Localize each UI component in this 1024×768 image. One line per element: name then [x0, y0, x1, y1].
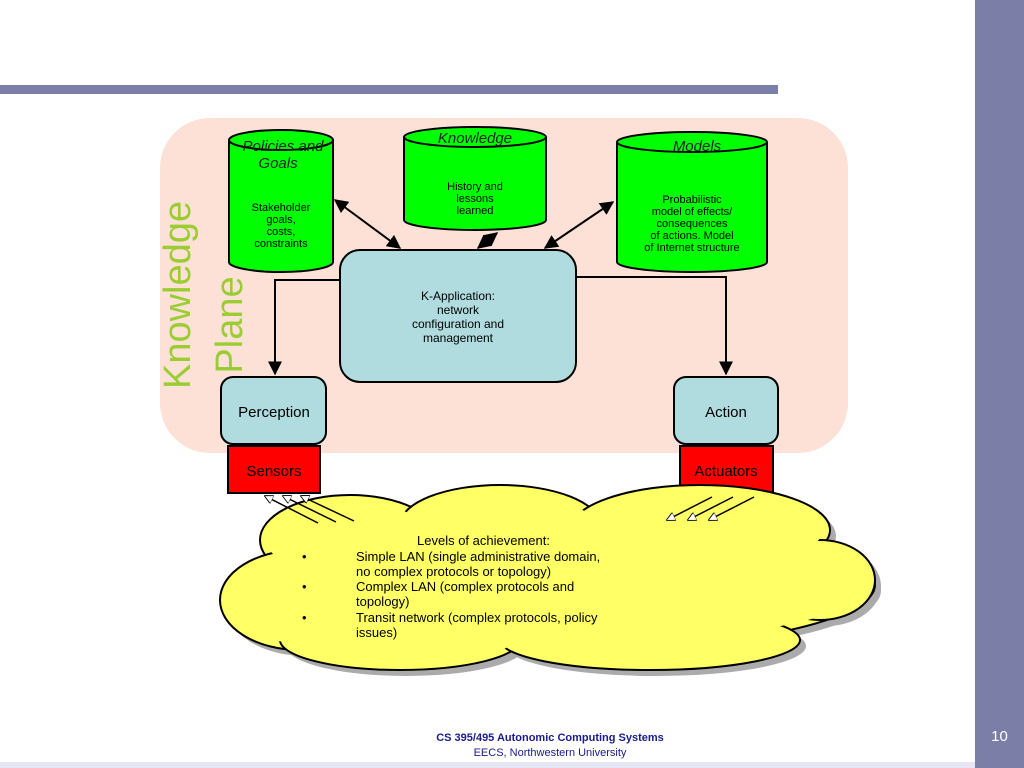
action-label: Action	[705, 404, 747, 421]
connector-arrows	[268, 199, 733, 376]
footer: CS 395/495 Autonomic Computing Systems E…	[300, 731, 800, 761]
cloud-heading: Levels of achievement:	[417, 533, 550, 548]
arrow-models-kapp	[543, 201, 615, 249]
cloud-item3-line1: Transit network (complex protocols, poli…	[356, 610, 598, 625]
policies-title-line1: Policies and	[243, 138, 325, 155]
footer-department: EECS, Northwestern University	[473, 747, 627, 759]
sensor-arrow-3	[301, 496, 355, 522]
cloud-bullet-3: •	[302, 610, 307, 625]
models-body-2: model of effects/	[652, 206, 733, 218]
actuator-arrow-3	[709, 496, 755, 520]
policies-and-goals-database: Policies and Goals Stakeholder goals, co…	[228, 129, 334, 273]
policies-body-1: Stakeholder	[252, 202, 311, 214]
cloud-bullet-1: •	[302, 549, 307, 564]
k-application-line1: K-Application:	[421, 289, 495, 303]
arrow-policies-kapp	[333, 199, 402, 249]
policies-title-line2: Goals	[258, 155, 298, 172]
models-body-3: consequences	[657, 218, 728, 230]
cloud-item1-line2: no complex protocols or topology)	[356, 564, 551, 579]
models-database: Models Probabilistic model of effects/ c…	[616, 131, 768, 273]
perception-label: Perception	[238, 404, 310, 421]
action-box: Action	[673, 376, 779, 445]
knowledge-body-1: History and	[447, 181, 503, 193]
arrow-kapp-perception	[268, 279, 340, 376]
arrow-kapp-action	[576, 276, 733, 376]
title-underline	[0, 85, 778, 94]
policies-body-4: constraints	[254, 238, 308, 250]
sensor-arrow-2	[283, 496, 337, 523]
k-application-line4: management	[423, 331, 494, 345]
k-application-line3: configuration and	[412, 317, 504, 331]
footer-course: CS 395/495 Autonomic Computing Systems	[436, 732, 664, 744]
policies-body-3: costs,	[267, 226, 296, 238]
knowledge-body-2: lessons	[456, 193, 494, 205]
perception-box: Perception	[220, 376, 327, 445]
knowledge-database: Knowledge History and lessons learned	[403, 126, 547, 231]
k-application-line2: network	[437, 303, 480, 317]
knowledge-body-3: learned	[457, 205, 494, 217]
cloud-item1-line1: Simple LAN (single administrative domain…	[356, 549, 600, 564]
plane-label-plane: Plane	[209, 276, 251, 373]
sensors-label: Sensors	[246, 463, 301, 480]
slide-number: 10	[991, 728, 1008, 745]
levels-cloud: Levels of achievement: • Simple LAN (sin…	[219, 484, 881, 676]
arrow-knowledge-kapp	[476, 232, 499, 249]
actuators-label: Actuators	[694, 463, 757, 480]
knowledge-title: Knowledge	[438, 130, 512, 147]
actuator-arrow-1	[667, 496, 713, 520]
sensor-arrow-1	[265, 496, 319, 524]
k-application-box: K-Application: network configuration and…	[339, 249, 577, 383]
actuator-arrow-2	[688, 496, 734, 520]
models-title: Models	[673, 138, 722, 155]
sensor-input-arrows	[265, 496, 355, 524]
bottom-strip	[0, 762, 975, 768]
cloud-item2-line1: Complex LAN (complex protocols and	[356, 579, 574, 594]
models-body-1: Probabilistic	[662, 194, 722, 206]
sensors-box: Sensors	[227, 445, 321, 494]
actuator-output-arrows	[667, 496, 755, 520]
cloud-item3-line2: issues)	[356, 625, 397, 640]
plane-label-knowledge: Knowledge	[157, 201, 199, 389]
cloud-bullet-2: •	[302, 579, 307, 594]
policies-body-2: goals,	[266, 214, 295, 226]
right-accent-bar	[975, 0, 1024, 768]
cloud-item2-line2: topology)	[356, 594, 409, 609]
knowledge-plane-diagram: Knowledge Plane Policies and Goals Stake…	[157, 118, 881, 676]
models-body-5: of Internet structure	[644, 242, 739, 254]
models-body-4: of actions. Model	[650, 230, 733, 242]
